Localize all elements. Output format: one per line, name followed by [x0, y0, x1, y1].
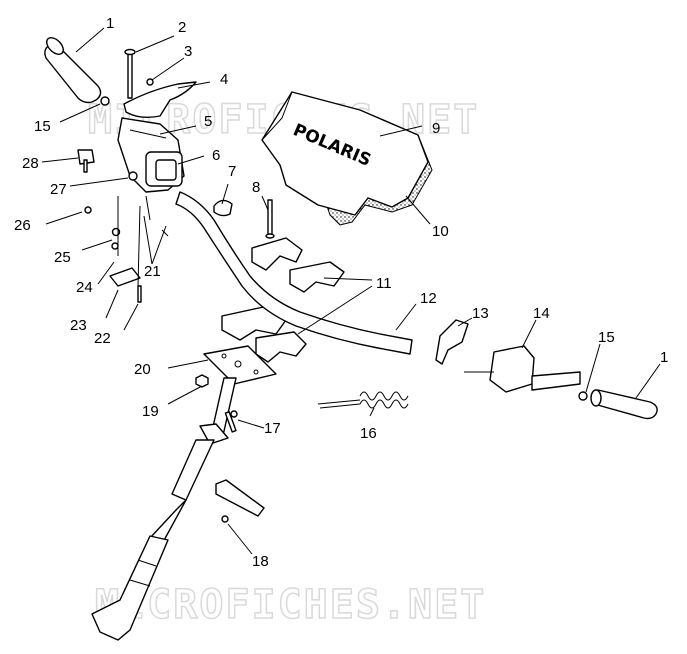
callout-9: 9 — [432, 120, 440, 137]
coiled-cable — [317, 391, 409, 409]
brake-perch — [435, 319, 469, 365]
callout-11: 11 — [376, 275, 392, 292]
callout-8: 8 — [252, 179, 260, 196]
callout-1-left: 1 — [106, 15, 114, 32]
callout-12: 12 — [420, 290, 437, 307]
small-hardware — [77, 149, 169, 303]
callout-22: 22 — [94, 330, 111, 347]
throttle-lever — [123, 81, 197, 119]
callout-23: 23 — [70, 317, 87, 334]
callout-4: 4 — [220, 71, 228, 88]
callout-3: 3 — [184, 43, 192, 60]
callout-labels: 1 2 3 4 5 6 7 8 9 10 11 12 13 14 15 1 16… — [14, 15, 668, 570]
nut-19 — [195, 374, 209, 388]
callout-17: 17 — [264, 420, 281, 437]
right-control-block — [464, 345, 581, 393]
steering-column — [91, 377, 237, 641]
callout-28: 28 — [22, 155, 39, 172]
callout-19: 19 — [142, 403, 159, 420]
handlebar-tube — [175, 191, 413, 355]
callout-18: 18 — [252, 553, 269, 570]
screw-8 — [265, 199, 275, 239]
callout-24: 24 — [76, 279, 93, 296]
clip-7 — [213, 199, 233, 217]
bolt-2 — [124, 48, 136, 99]
left-grip — [44, 37, 102, 104]
callout-10: 10 — [432, 223, 449, 240]
callout-21: 21 — [144, 263, 161, 280]
callout-16: 16 — [360, 425, 377, 442]
washer-15b — [578, 391, 588, 401]
right-grip — [578, 389, 658, 420]
nut-3 — [146, 78, 154, 86]
washer-15 — [100, 96, 110, 106]
hood-cover: POLARIS — [261, 91, 433, 226]
steering-bracket — [203, 345, 277, 385]
callout-13: 13 — [472, 305, 489, 322]
pin-18 — [215, 479, 265, 517]
callout-26: 26 — [14, 217, 31, 234]
callout-14: 14 — [533, 305, 550, 322]
callout-6: 6 — [212, 147, 220, 164]
callout-15-left: 15 — [34, 118, 51, 135]
callout-27: 27 — [50, 181, 67, 198]
bolt-17 — [224, 410, 238, 433]
callout-15-right: 15 — [598, 329, 615, 346]
leader-lines — [41, 27, 661, 555]
watermark-bottom: MICROFICHES.NET — [95, 582, 486, 628]
handlebar-clamps — [221, 237, 345, 363]
washer-18 — [221, 515, 229, 523]
callout-5: 5 — [204, 113, 212, 130]
callout-1-right: 1 — [660, 349, 668, 366]
callout-2: 2 — [178, 19, 186, 36]
callout-25: 25 — [54, 249, 71, 266]
callout-7: 7 — [228, 163, 236, 180]
callout-20: 20 — [134, 361, 151, 378]
